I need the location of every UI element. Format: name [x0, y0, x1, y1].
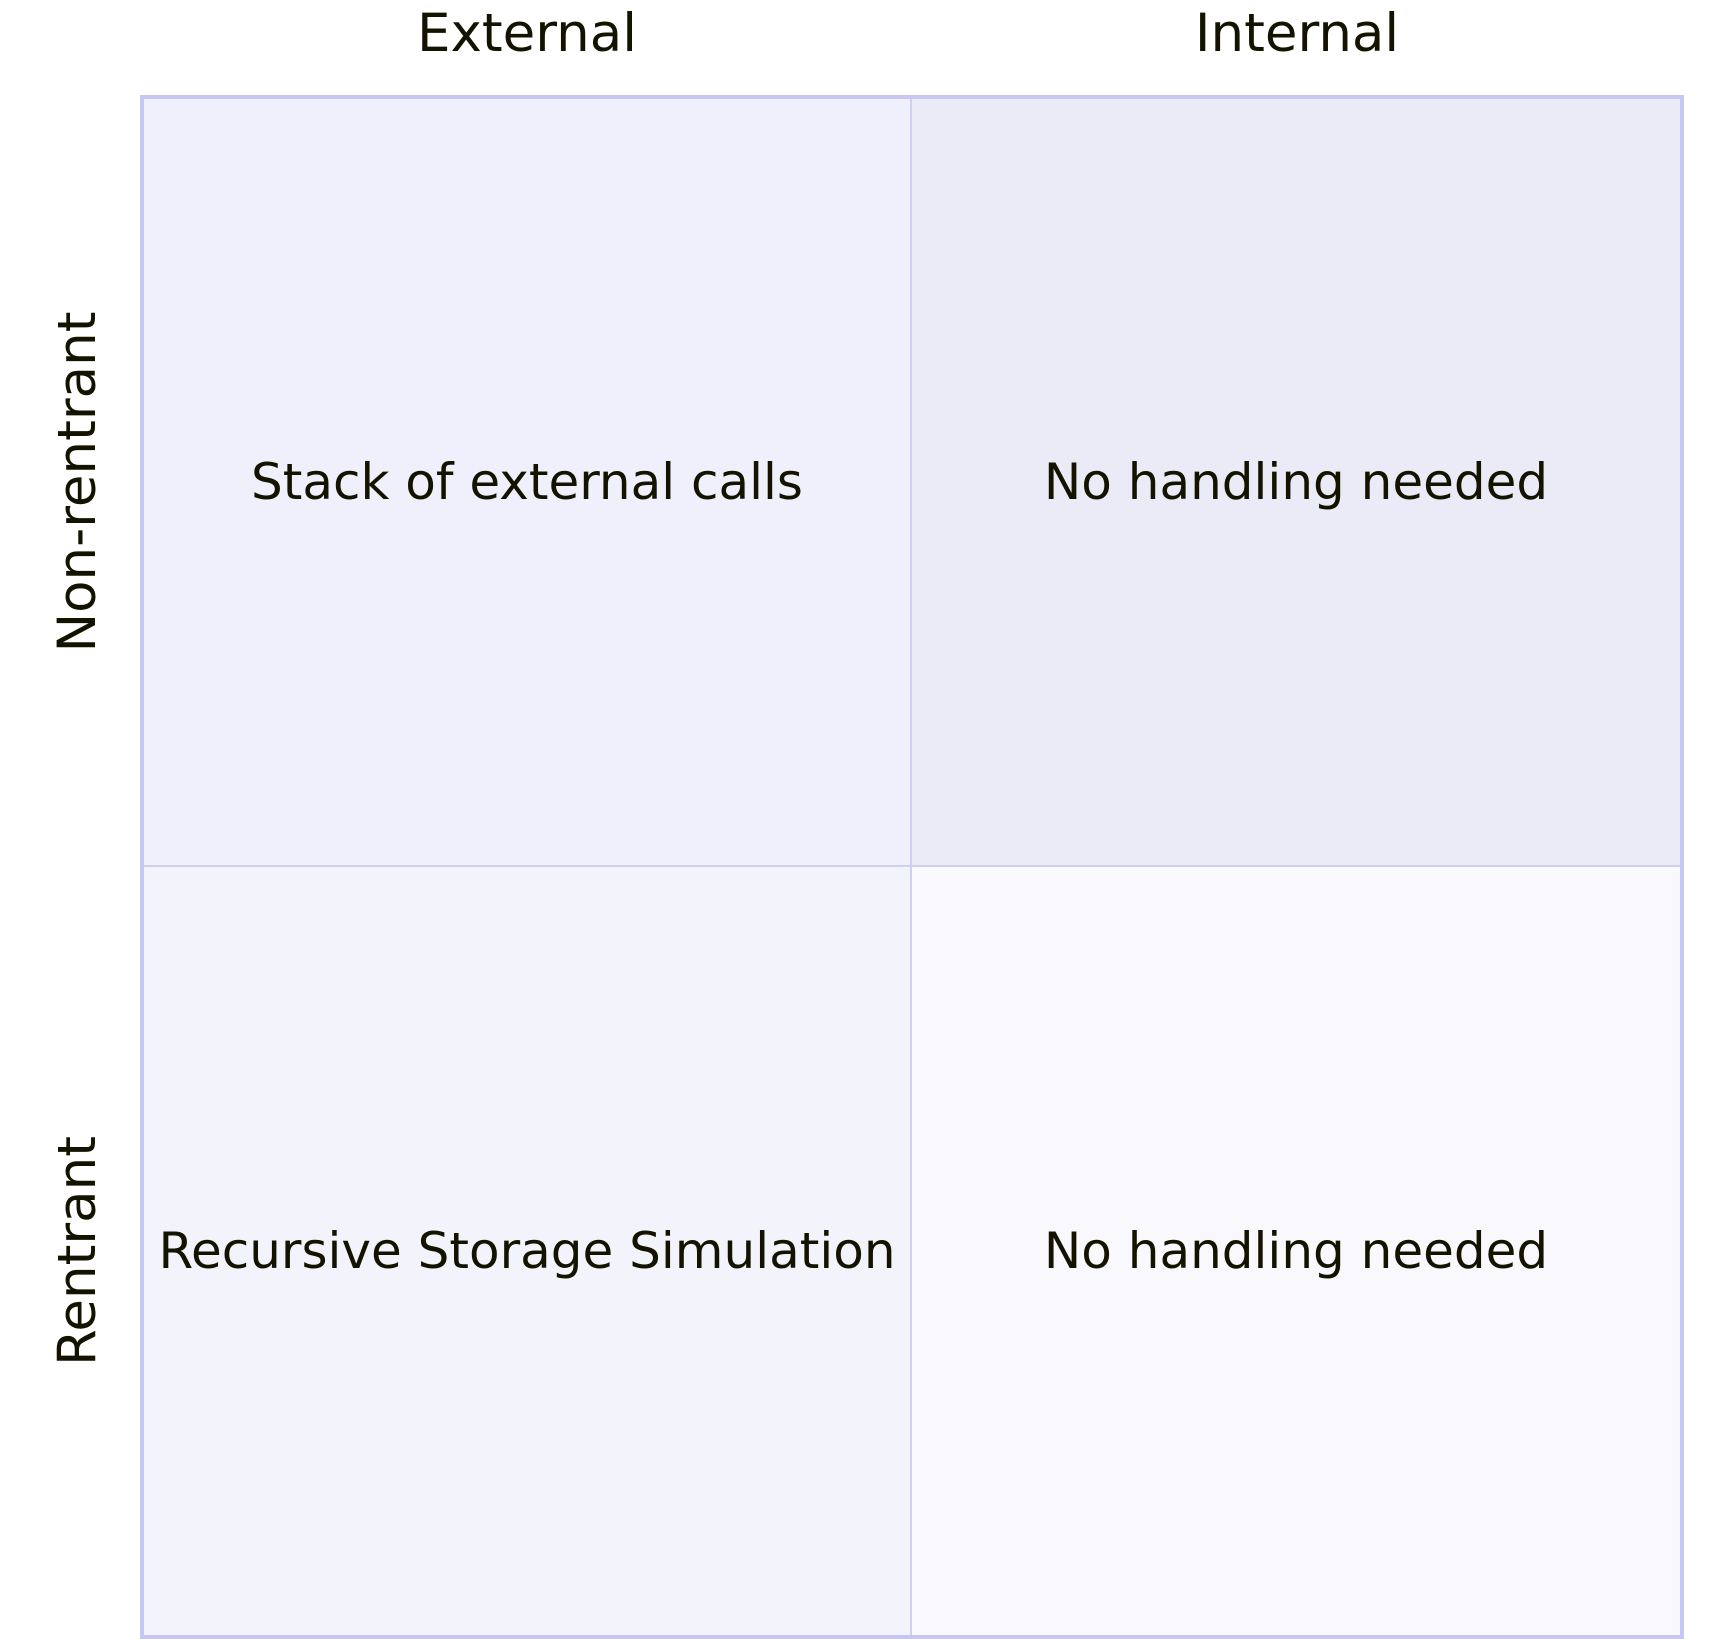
column-label-internal: Internal: [1194, 3, 1400, 64]
row-label-rentrant: Rentrant: [47, 1135, 108, 1367]
row-label-non-rentrant: Non-rentrant: [47, 311, 108, 653]
quadrant-text-external-non-rentrant: Stack of external calls: [250, 453, 803, 511]
quadrant-text-internal-non-rentrant: No handling needed: [1043, 453, 1549, 511]
quadrant-external-non-rentrant: Stack of external calls: [144, 99, 912, 867]
quadrant-text-external-rentrant: Recursive Storage Simulation: [158, 1222, 896, 1280]
quadrant-grid: Stack of external calls No handling need…: [140, 95, 1684, 1639]
quadrant-internal-non-rentrant: No handling needed: [912, 99, 1680, 867]
column-label-external: External: [417, 3, 637, 64]
quadrant-internal-rentrant: No handling needed: [912, 867, 1680, 1635]
quadrant-external-rentrant: Recursive Storage Simulation: [144, 867, 912, 1635]
quadrant-text-internal-rentrant: No handling needed: [1043, 1222, 1549, 1280]
